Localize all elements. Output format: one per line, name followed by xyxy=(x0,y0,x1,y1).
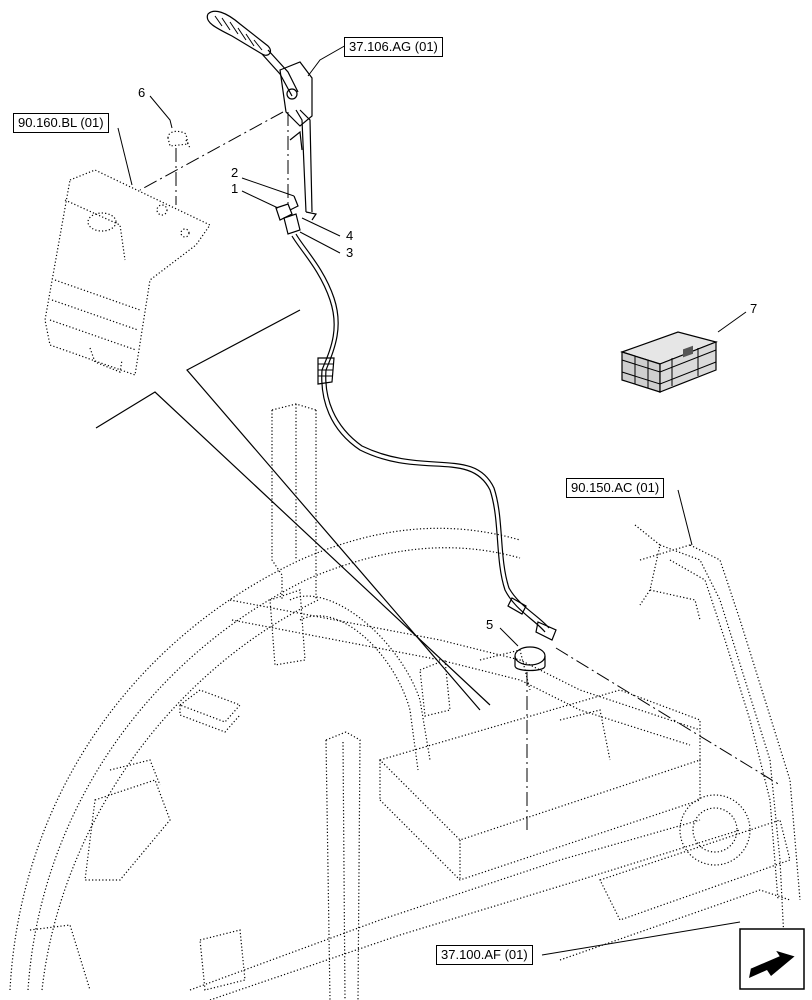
clip-part-6 xyxy=(167,130,191,149)
callout-1: 1 xyxy=(231,181,239,196)
lever-reference-label[interactable]: 37.106.AG (01) xyxy=(344,37,443,57)
cab-frame xyxy=(9,403,801,1000)
frame-reference-label[interactable]: 37.100.AF (01) xyxy=(436,945,533,965)
pillar-reference-label[interactable]: 90.150.AC (01) xyxy=(566,478,665,498)
callout-6: 6 xyxy=(138,85,146,100)
control-cable xyxy=(291,233,557,641)
kit-crate-part-7 xyxy=(620,331,718,393)
callout-3: 3 xyxy=(346,245,354,260)
next-page-arrow-icon[interactable] xyxy=(739,928,805,990)
callout-4: 4 xyxy=(346,228,354,243)
panel-reference-label[interactable]: 90.160.BL (01) xyxy=(13,113,109,133)
plug-part-5 xyxy=(514,646,546,672)
lever-assembly xyxy=(206,10,313,213)
callout-2: 2 xyxy=(231,165,239,180)
side-panel xyxy=(44,169,211,376)
leader-lines xyxy=(95,43,781,956)
cable-clip-parts xyxy=(275,195,317,235)
callout-7: 7 xyxy=(750,301,758,316)
callout-5: 5 xyxy=(486,617,494,632)
